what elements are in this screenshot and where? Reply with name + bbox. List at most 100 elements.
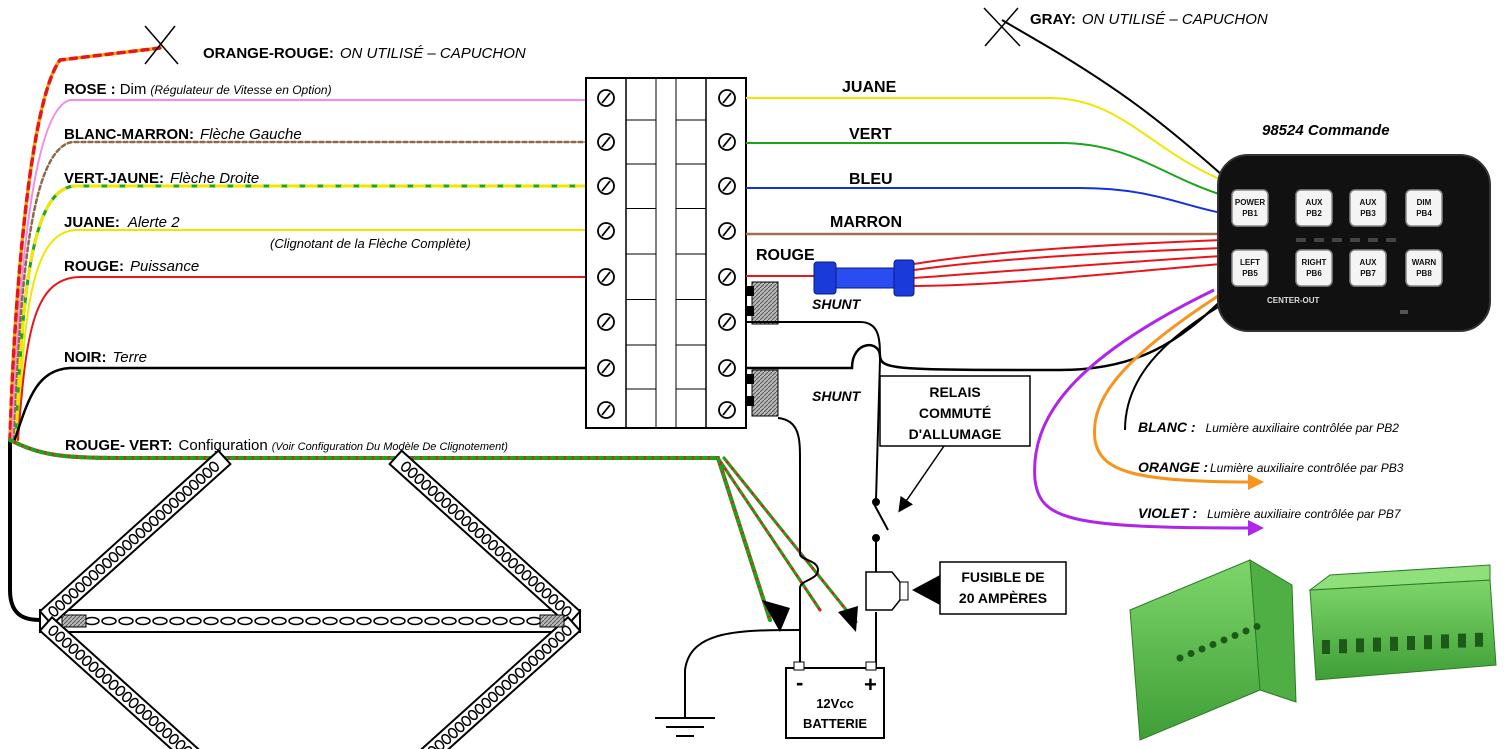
black-ground-wire xyxy=(12,366,592,444)
svg-text:COMMUTÉ: COMMUTÉ xyxy=(919,405,991,421)
led xyxy=(101,557,112,569)
led xyxy=(148,515,159,527)
earth-wire xyxy=(684,629,801,718)
keypad-button[interactable]: LEFT PB5 xyxy=(1231,249,1269,287)
terminal-screw xyxy=(718,359,736,377)
led xyxy=(508,673,519,685)
right-wire-group xyxy=(746,19,1264,536)
arrow-board xyxy=(38,449,582,749)
black-arrow-board-wire xyxy=(8,438,46,622)
terminal-screw xyxy=(597,89,615,107)
red-green-label: ROUGE- VERT:Configuration(Voir Configura… xyxy=(65,437,508,454)
aux-orange-wire xyxy=(1092,294,1251,484)
led xyxy=(528,576,539,587)
led xyxy=(61,594,72,605)
led xyxy=(135,616,151,626)
shunt-label-upper: SHUNT xyxy=(812,296,862,312)
black-label: NOIR:Terre xyxy=(64,349,147,366)
led xyxy=(521,661,532,672)
led xyxy=(122,691,132,703)
keypad-button-label: LEFT xyxy=(1240,258,1260,267)
led xyxy=(202,467,213,478)
keypad-button-code: PB5 xyxy=(1242,269,1258,278)
orange-red-label: ORANGE-ROUGE:ON UTILISÉ – CAPUCHON xyxy=(203,45,526,62)
red-wire-connector xyxy=(813,259,915,297)
led xyxy=(61,637,72,648)
terminal-screw xyxy=(597,401,615,419)
led xyxy=(68,643,79,654)
keypad-button-code: PB8 xyxy=(1416,269,1432,278)
led xyxy=(48,625,59,636)
led xyxy=(454,509,465,521)
indicator-led xyxy=(1350,238,1360,242)
led xyxy=(322,616,338,626)
led xyxy=(142,521,153,533)
plug-hole xyxy=(1198,645,1206,653)
led xyxy=(162,727,173,739)
plug-hole xyxy=(1424,635,1432,650)
yellow-label: JUANE:Alerte 2 xyxy=(64,214,180,231)
led xyxy=(461,715,472,727)
led xyxy=(135,703,146,715)
aux-violet-wire xyxy=(1033,288,1251,530)
led xyxy=(427,485,438,497)
battery: - + 12Vcc BATTERIE xyxy=(785,661,885,739)
led xyxy=(447,727,458,739)
plug-hole xyxy=(1187,650,1195,657)
led xyxy=(168,733,179,745)
yellow-wire xyxy=(17,229,591,441)
led xyxy=(474,703,485,715)
led xyxy=(494,545,505,557)
terminal-screw xyxy=(718,133,736,151)
terminal-block xyxy=(585,77,747,429)
aux-orange-label: ORANGE :Lumière auxiliaire contrôlée par… xyxy=(1138,459,1404,475)
green-yellow-label: VERT-JAUNE:Flèche Droite xyxy=(64,170,259,187)
svg-text:D'ALLUMAGE: D'ALLUMAGE xyxy=(909,426,1002,442)
led xyxy=(521,570,532,581)
terminal-screw xyxy=(718,268,736,286)
led xyxy=(554,600,565,611)
terminal-screw xyxy=(718,401,736,419)
led xyxy=(434,491,445,503)
svg-text:12Vcc: 12Vcc xyxy=(816,696,854,711)
led xyxy=(508,557,519,569)
led xyxy=(68,588,79,599)
led xyxy=(186,616,202,626)
indicator-led xyxy=(1386,238,1396,242)
led xyxy=(155,509,166,521)
led xyxy=(155,721,166,733)
plug-hole xyxy=(1242,627,1250,635)
led xyxy=(501,679,512,691)
indicator-led xyxy=(1296,238,1306,242)
led xyxy=(441,733,452,745)
right-green-label: VERT xyxy=(849,126,892,143)
fuse-box: FUSIBLE DE 20 AMPÈRES xyxy=(939,561,1067,615)
config-arrowhead xyxy=(838,606,858,632)
led xyxy=(492,616,508,626)
led xyxy=(514,667,525,678)
led xyxy=(288,616,304,626)
terminal-screw xyxy=(597,268,615,286)
gray-wire xyxy=(1001,19,1223,176)
svg-text:20 AMPÈRES: 20 AMPÈRES xyxy=(959,590,1047,606)
keypad-button-label: AUX xyxy=(1360,198,1378,207)
led xyxy=(390,616,406,626)
led xyxy=(203,616,219,626)
led xyxy=(514,564,525,575)
plug-hole xyxy=(1176,654,1184,662)
right-brown-label: MARRON xyxy=(830,214,902,231)
battery-plus: + xyxy=(864,672,877,697)
right-blue-wire xyxy=(746,187,1223,214)
led xyxy=(208,461,219,472)
red-green-config-wire xyxy=(8,438,772,622)
keypad-button-code: PB4 xyxy=(1416,209,1432,218)
